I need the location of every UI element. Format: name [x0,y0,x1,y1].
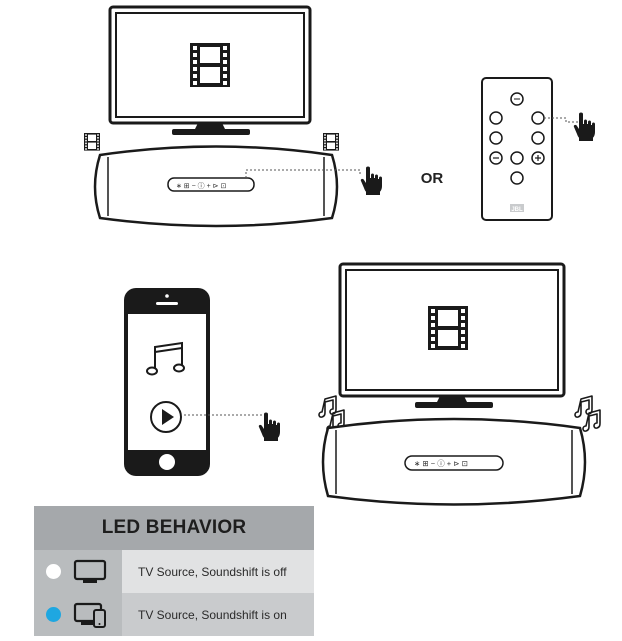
film-icon-small-left [84,133,100,151]
led-row-description: TV Source, Soundshift is on [122,593,314,636]
soundbar-control-panel-bottom[interactable]: ∗ ⊞ − ⓘ + ⊳ ⊡ [404,455,504,471]
play-button-icon[interactable] [150,401,182,433]
tv-icon [73,559,107,583]
remote-brand-logo: JBL [511,207,523,213]
led-indicator-blue [46,607,61,622]
hand-pointer-icon-top [360,166,382,195]
led-row-tv-soundshift-on: TV Source, Soundshift is on [34,593,314,636]
hand-pointer-icon-remote [573,112,595,141]
svg-text:∗ ⊞ − ⓘ + ⊳ ⊡: ∗ ⊞ − ⓘ + ⊳ ⊡ [176,182,226,190]
or-label: OR [421,170,444,187]
smartphone [124,288,210,476]
connector-dotted-top [245,169,361,178]
remote-control [481,77,553,221]
tv-and-phone-icon [73,602,106,628]
film-icon-bottom [428,306,468,350]
film-icon-small-right [323,133,339,151]
soundbar-control-panel[interactable]: ∗ ⊞ − ⓘ + ⊳ ⊡ [167,177,255,192]
led-indicator-white [46,564,61,579]
music-note-icon [146,341,185,376]
music-notes-right [574,395,601,432]
connector-dotted-remote [544,117,578,123]
led-behavior-table: LED BEHAVIOR TV Source, Soundshift is of… [34,506,314,636]
led-table-header: LED BEHAVIOR [34,506,314,550]
led-row-tv-soundshift-off: TV Source, Soundshift is off [34,550,314,593]
film-icon [190,43,230,87]
led-row-description: TV Source, Soundshift is off [122,550,314,593]
hand-pointer-icon-phone [258,412,280,441]
svg-text:∗ ⊞ − ⓘ + ⊳ ⊡: ∗ ⊞ − ⓘ + ⊳ ⊡ [414,459,468,468]
